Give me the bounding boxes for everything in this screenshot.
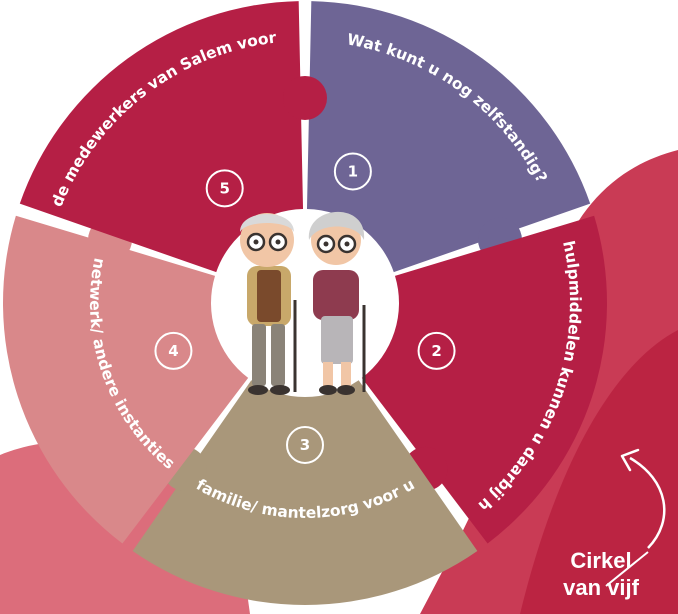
diagram-caption: Cirkel van vijf bbox=[526, 547, 676, 601]
puzzle-knob-5 bbox=[283, 76, 327, 120]
arrow-head-icon bbox=[620, 448, 640, 472]
wheel-segment-3 bbox=[132, 380, 478, 606]
number-badge-label-5: 5 bbox=[219, 179, 229, 197]
wheel-segment-4 bbox=[2, 215, 249, 544]
number-badge-1 bbox=[333, 152, 372, 191]
number-badge-label-2: 2 bbox=[431, 342, 441, 360]
number-badge-2 bbox=[417, 331, 456, 370]
number-badge-4 bbox=[154, 331, 193, 370]
curved-arrow-icon bbox=[629, 456, 666, 549]
number-badge-label-4: 4 bbox=[168, 342, 178, 360]
caption-pointer-line bbox=[605, 551, 649, 587]
elderly-man bbox=[240, 213, 297, 395]
caption-line-2: van vijf bbox=[563, 575, 639, 600]
wheel-segment-1 bbox=[306, 1, 591, 273]
elderly-couple-illustration bbox=[240, 211, 366, 395]
number-badge-5 bbox=[205, 169, 244, 208]
wheel-segment-2 bbox=[361, 215, 607, 544]
number-badge-3 bbox=[286, 426, 324, 464]
number-badge-label-1: 1 bbox=[348, 162, 358, 180]
background-blob-right-dark bbox=[520, 330, 678, 614]
number-badge-label-3: 3 bbox=[300, 436, 310, 454]
caption-line-1: Cirkel bbox=[570, 548, 632, 573]
elderly-woman bbox=[308, 211, 366, 395]
